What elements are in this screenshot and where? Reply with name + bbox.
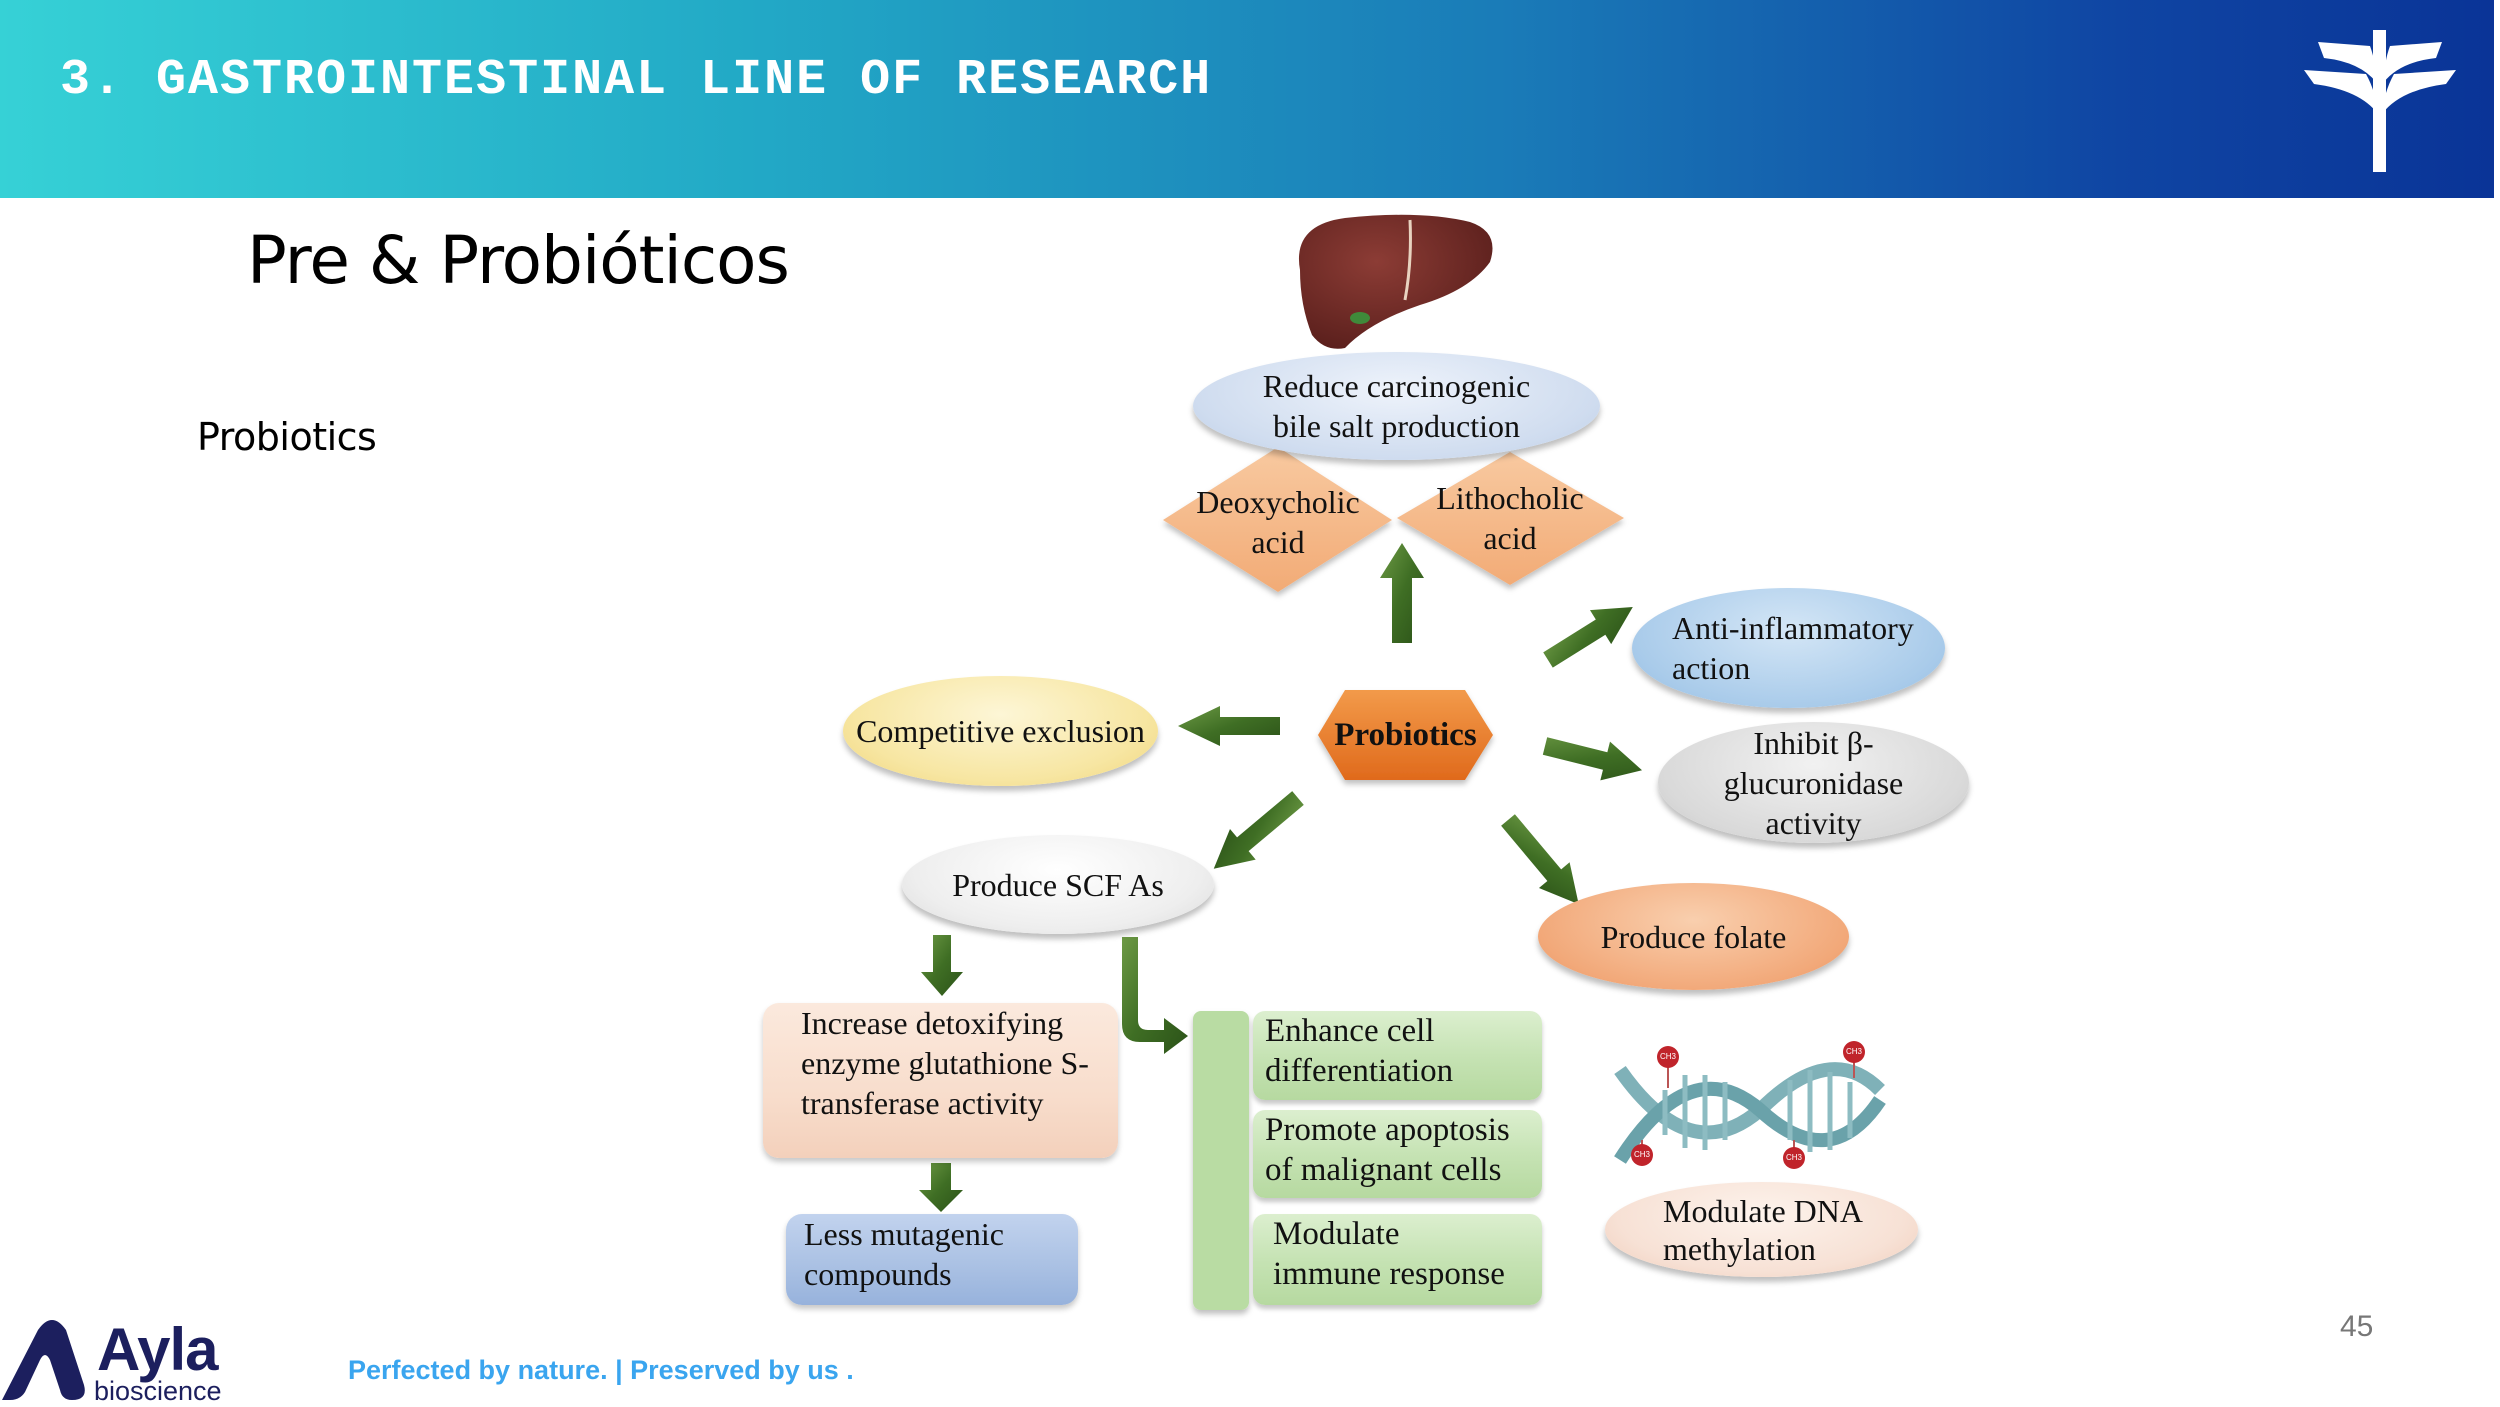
mutagenic-line1: Less mutagenic — [804, 1216, 1004, 1252]
slide-subtitle: Probiotics — [197, 415, 377, 459]
enhance-differentiation-box: Enhance cell differentiation — [1253, 1011, 1542, 1100]
arrow-down-mutagenic-icon — [919, 1163, 963, 1212]
enhance-line2: differentiation — [1265, 1053, 1454, 1089]
immune-line1: Modulate — [1273, 1216, 1400, 1252]
detox-line1: Increase detoxifying — [801, 1005, 1064, 1041]
brand-name: Ayla — [97, 1316, 219, 1383]
bile-salt-line1: Reduce carcinogenic — [1262, 368, 1531, 404]
bile-salt-line2: bile salt production — [1272, 408, 1521, 444]
anti-inflammatory-line2: action — [1672, 650, 1751, 686]
lithocholic-line1: Lithocholic — [1436, 480, 1584, 516]
ch3-marker: CH3 — [1845, 1047, 1862, 1056]
arrow-down-detox-icon — [921, 935, 963, 996]
inhibit-line1: Inhibit β- — [1753, 724, 1874, 761]
ch3-marker: CH3 — [1659, 1052, 1676, 1061]
detox-line3: transferase activity — [801, 1085, 1044, 1121]
dna-line2: methylation — [1663, 1230, 1816, 1267]
probiotics-center-label: Probiotics — [1318, 690, 1493, 780]
arrow-elbow-icon — [1122, 937, 1188, 1054]
liver-icon — [1298, 214, 1493, 349]
effects-group-bar — [1193, 1011, 1249, 1310]
modulate-immune-box: Modulate immune response — [1253, 1214, 1542, 1305]
lithocholic-label: Lithocholic acid — [1410, 478, 1610, 558]
deoxycholic-label: Deoxycholic acid — [1178, 480, 1378, 564]
footer-tagline: Perfected by nature. | Preserved by us . — [348, 1355, 854, 1385]
produce-folate-node: Produce folate — [1538, 883, 1849, 990]
dna-line1: Modulate DNA — [1663, 1192, 1863, 1229]
apoptosis-line1: Promote apoptosis — [1265, 1112, 1510, 1148]
arrow-left-icon — [1178, 706, 1280, 746]
detox-line2: enzyme glutathione S- — [801, 1045, 1089, 1081]
ayla-logo-icon — [2, 1320, 85, 1400]
palm-tree-logo-icon — [2304, 30, 2456, 172]
produce-scfa-text: Produce SCF As — [952, 866, 1164, 903]
deoxycholic-line1: Deoxycholic — [1196, 484, 1360, 520]
ch3-marker: CH3 — [1785, 1153, 1802, 1162]
ch3-marker: CH3 — [1633, 1150, 1650, 1159]
less-mutagenic-box: Less mutagenic compounds — [786, 1214, 1078, 1305]
promote-apoptosis-box: Promote apoptosis of malignant cells — [1253, 1110, 1542, 1198]
arrow-downleft-icon — [1213, 791, 1304, 869]
anti-inflammatory-line1: Anti-inflammatory — [1672, 610, 1914, 646]
header-banner: 3. GASTROINTESTINAL LINE OF RESEARCH — [0, 0, 2494, 198]
section-title: 3. GASTROINTESTINAL LINE OF RESEARCH — [60, 52, 1213, 109]
immune-line2: immune response — [1273, 1256, 1505, 1292]
apoptosis-line2: of malignant cells — [1265, 1152, 1502, 1188]
anti-inflammatory-node: Anti-inflammatory action — [1632, 588, 1945, 708]
brand-subtitle: bioscience — [94, 1376, 222, 1406]
slide-title: Pre & Probióticos — [247, 222, 790, 299]
competitive-exclusion-node: Competitive exclusion — [843, 676, 1158, 786]
competitive-exclusion-text: Competitive exclusion — [856, 713, 1145, 749]
probiotics-center-text: Probiotics — [1334, 717, 1477, 753]
inhibit-line2: glucuronidase — [1723, 764, 1904, 801]
lithocholic-line2: acid — [1483, 520, 1537, 556]
page-number: 45 — [2340, 1310, 2374, 1343]
inhibit-line3: activity — [1765, 804, 1862, 841]
dna-methylation-node: Modulate DNA methylation — [1605, 1182, 1918, 1277]
arrow-up-icon — [1380, 543, 1424, 643]
arrow-upright-icon — [1543, 607, 1633, 668]
produce-folate-text: Produce folate — [1600, 918, 1787, 955]
bile-salt-node: Reduce carcinogenic bile salt production — [1193, 352, 1600, 460]
produce-scfa-node: Produce SCF As — [902, 835, 1214, 934]
detox-enzyme-box: Increase detoxifying enzyme glutathione … — [763, 1003, 1118, 1158]
enhance-line1: Enhance cell — [1265, 1013, 1435, 1049]
arrow-right-icon — [1542, 737, 1643, 781]
deoxycholic-line2: acid — [1251, 524, 1305, 560]
mutagenic-line2: compounds — [804, 1256, 952, 1292]
inhibit-glucuronidase-node: Inhibit β- glucuronidase activity — [1658, 722, 1969, 843]
